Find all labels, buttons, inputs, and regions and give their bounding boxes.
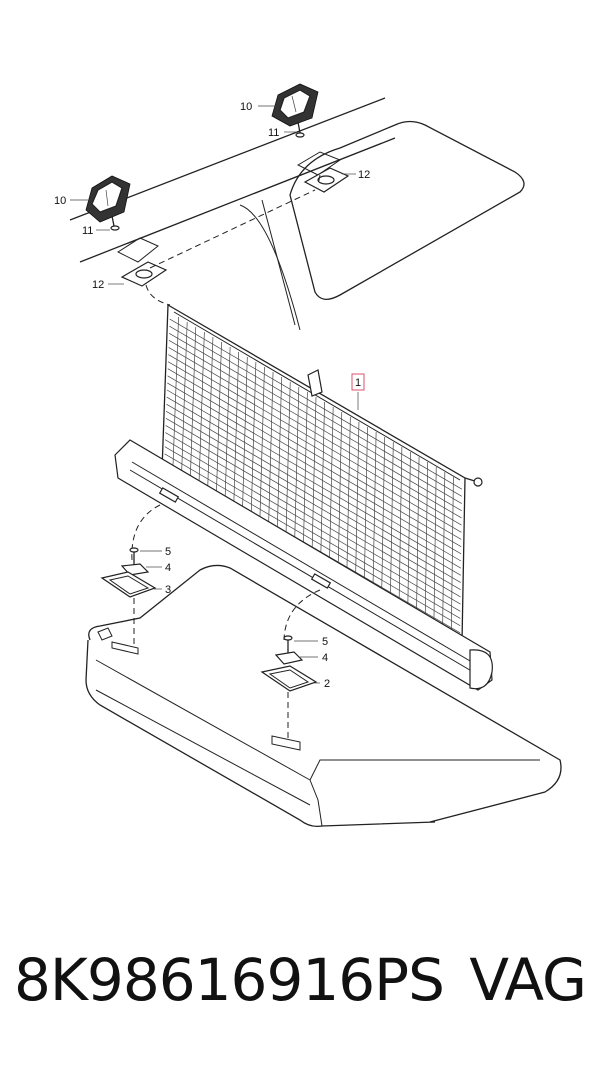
fixing-set-left [100,547,157,645]
fixing-set-right [260,635,318,738]
callout-10-left: 10 [54,195,66,207]
net-mesh-horizontal [166,410,461,583]
pillar-line-b [239,204,301,331]
net-mesh-horizontal [168,347,462,519]
bracket-10-left [85,175,131,223]
pillar-line-a [261,199,296,326]
plate-12-right [296,151,350,193]
callout-11-left: 11 [82,225,93,237]
brand-name: VAG [469,946,587,1014]
install-curve-left [131,504,161,561]
callout-1: 1 [355,377,361,389]
bracket-10-upper [271,83,319,127]
rear-seat [85,564,562,828]
net-mesh-horizontal [169,332,462,504]
callout-1-box [351,373,365,391]
net-mesh-horizontal [165,418,461,591]
part-number: 8K98616916PS [14,946,445,1014]
net-mesh-horizontal [165,425,461,598]
net-mesh-horizontal [165,432,461,605]
net-mesh-horizontal [166,389,462,562]
guide-line-top [149,189,316,269]
roller-housing [114,439,493,691]
strap-line [145,284,171,306]
net-mesh-horizontal [167,382,462,555]
net-mesh-horizontal [168,340,462,512]
screw-11-left [110,215,120,231]
plate-12-left [116,237,168,287]
callout-5-left: 5 [165,546,171,558]
callout-3: 3 [165,584,171,596]
net-mesh-horizontal [169,325,462,497]
net-mesh-horizontal [167,361,462,533]
exploded-parts-diagram: 10 11 12 10 11 12 1 5 4 3 5 4 2 [54,83,562,828]
callout-5-right: 5 [322,636,328,648]
leader-lines [70,105,359,684]
callout-11-upper: 11 [268,127,279,139]
callout-4-right: 4 [322,652,328,664]
net-mesh-horizontal [166,403,461,576]
callout-10-upper: 10 [240,101,252,113]
net-mesh-horizontal [168,354,462,526]
net-mesh-horizontal [169,318,463,490]
net-mesh-horizontal [164,439,461,612]
net-mesh-horizontal [164,446,461,619]
install-curve-right [283,589,321,641]
callout-2: 2 [324,678,330,690]
caption-bar: 8K98616916PS VAG [0,930,600,1030]
side-window [289,120,525,300]
screw-11-upper [295,121,305,138]
callout-12-left: 12 [92,279,104,291]
roof-edge-lower [79,137,396,263]
callout-4-left: 4 [165,562,171,574]
net-mesh-horizontal [167,375,462,547]
net-mesh-horizontal [164,453,461,626]
net-mesh-horizontal [167,368,462,540]
net-mesh-horizontal [166,396,462,569]
callout-12-upper: 12 [358,169,370,181]
